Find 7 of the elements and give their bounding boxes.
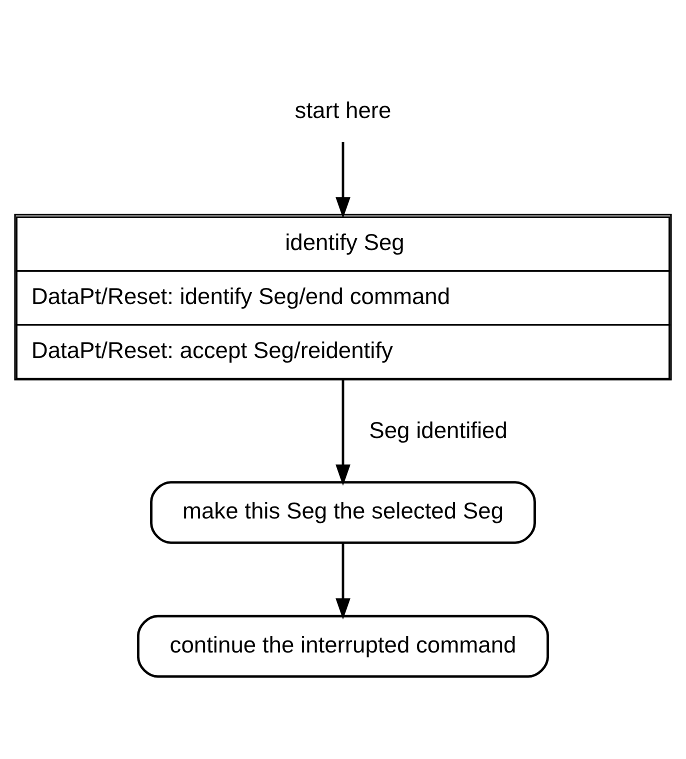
- arrow: [336, 543, 350, 620]
- node-text: start here: [294, 96, 392, 123]
- edge-label: Seg identified: [369, 416, 508, 443]
- arrow: [336, 142, 350, 218]
- arrow: [336, 380, 350, 486]
- node-box: continue the interrupted command: [137, 614, 549, 678]
- node-box: make this Seg the selected Seg: [150, 481, 536, 544]
